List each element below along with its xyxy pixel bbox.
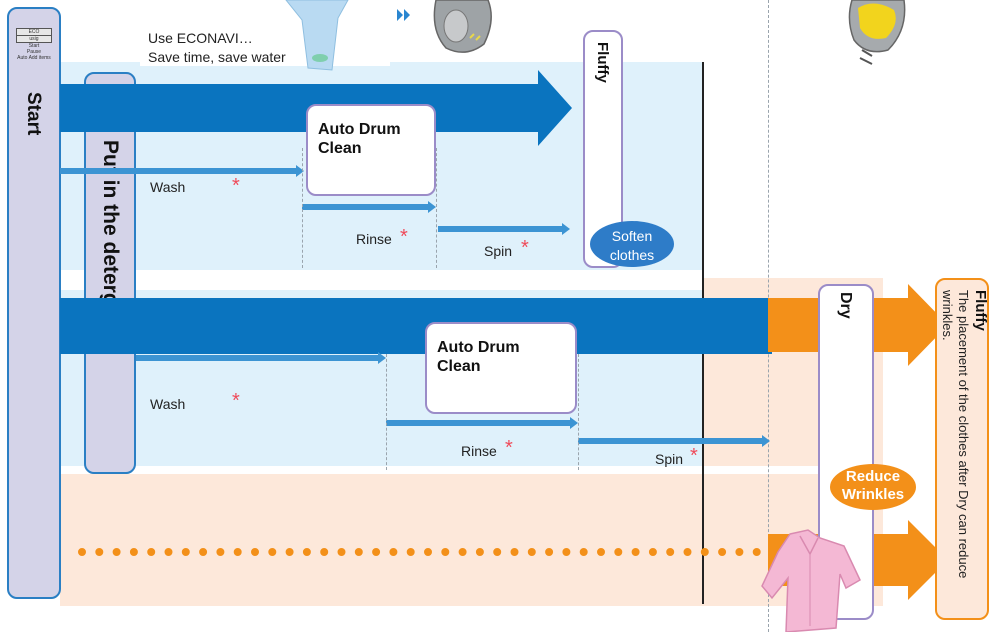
result-title: Fluffy <box>972 290 989 331</box>
fluffy-label: Fluffy <box>594 42 611 83</box>
start-column[interactable] <box>7 7 61 599</box>
wash-dashed-1 <box>302 148 303 268</box>
soften-clothes-badge: Soften clothes <box>590 221 674 267</box>
pink-shirt-icon <box>761 529 861 632</box>
result-body: The placement of the clothes after Dry c… <box>939 290 971 610</box>
shirt-icon <box>285 0 349 71</box>
wash-asterisk: * <box>232 175 240 197</box>
rinse-label: Rinse <box>356 231 392 247</box>
dry-rinse-thin-arrow <box>386 417 578 429</box>
bottom-zone-background <box>60 474 883 606</box>
header-strip <box>140 22 390 66</box>
result-box <box>935 278 989 620</box>
detergent-label: Put in the detergent <box>99 140 122 338</box>
reduce-wrinkles-badge: Reduce Wrinkles <box>830 464 916 510</box>
econavi-text-line2: Save time, save water <box>148 49 286 65</box>
control-panel: ECO usig Start Pause Auto Add items <box>10 28 58 66</box>
start-label: Start <box>23 92 44 136</box>
dry-spin-thin-arrow <box>578 435 770 447</box>
panel-text-line2: usig <box>17 35 51 42</box>
dry-wash-thin-arrow <box>136 352 386 364</box>
double-chevron-icon <box>397 9 410 21</box>
dry-spin-label: Spin <box>655 451 684 467</box>
washing-drum-icon <box>433 0 492 53</box>
econavi-text-line1: Use ECONAVI… <box>148 30 253 46</box>
dry-rinse-asterisk: * <box>505 437 513 459</box>
dry-dashed-1 <box>386 354 387 470</box>
panel-text-line5: Auto Add items <box>17 55 51 61</box>
orange-dotted-line <box>78 548 776 556</box>
wash-dashed-2 <box>436 148 437 268</box>
auto-drum-clean-box-bottom: Auto Drum Clean <box>425 322 577 414</box>
dry-wash-asterisk: * <box>232 390 240 412</box>
dry-wash-label: Wash <box>150 396 186 412</box>
panel-text-line1: ECO <box>28 29 40 35</box>
dry-rinse-label: Rinse <box>461 443 497 459</box>
spin-label: Spin <box>484 243 513 259</box>
panel-text-line4: Pause <box>26 49 42 55</box>
auto-drum-clean-box-top: Auto Drum Clean <box>306 104 436 196</box>
wash-label: Wash <box>150 179 186 195</box>
dry-cycle-main-arrow <box>60 298 772 354</box>
result-body-text: The placement of the clothes after Dry c… <box>940 290 971 579</box>
panel-text-line3: Start <box>28 43 40 49</box>
panel-display: ECO usig <box>16 28 52 43</box>
detergent-column[interactable] <box>84 72 136 474</box>
dry-label: Dry <box>837 292 854 319</box>
dry-spin-asterisk: * <box>690 445 698 467</box>
rinse-thin-arrow <box>302 201 436 213</box>
dry-dashed-2 <box>578 354 579 470</box>
spin-asterisk: * <box>521 237 529 259</box>
yellow-clothes-drum-icon <box>848 0 906 65</box>
rinse-asterisk: * <box>400 226 408 248</box>
spin-thin-arrow <box>438 223 570 235</box>
wash-thin-arrow <box>60 165 304 177</box>
